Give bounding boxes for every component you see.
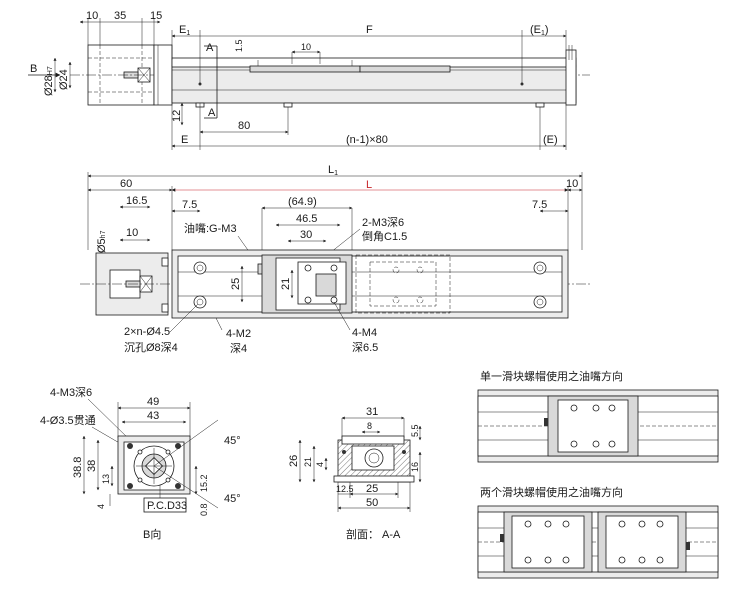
counterbore-hole [533,261,547,275]
thru-hole [165,477,171,483]
dim-12: 12 [171,110,183,122]
sec-dim-50: 50 [366,497,378,509]
hole-note-2: 沉孔Ø8深4 [124,341,178,354]
b-view: 49 43 4-M3深6 4-Ø3.5贯通 45° 45° 38.8 38 [40,386,241,541]
dim-21: 21 [280,278,292,290]
m2-note-2: 深4 [230,342,247,355]
screw-section [364,448,384,468]
m4-hole [304,296,312,304]
thru-hole [137,449,143,455]
dim-10: 10 [86,10,98,22]
double-slider-title: 两个滑块螺帽使用之油嘴方向 [480,485,623,499]
sec-dim-5-5: 5.5 [410,424,420,437]
sec-dim-4: 4 [315,462,325,467]
plan-view: L1 L 60 10 16.5 7.5 (64.9) 7.5 46.5 10 3… [80,164,590,355]
sec-dim-16: 16 [410,462,420,472]
m3-hole [127,483,133,489]
oil-nozzle-marker [544,418,548,426]
label-e1-paren: (E1) [530,24,549,37]
dim-49: 49 [147,396,159,408]
section-a-bottom: A [208,107,216,119]
dim-0-8: 0.8 [199,503,209,516]
dim-4: 4 [96,504,106,509]
dim-30: 30 [300,229,312,241]
sec-dim-12-5: 12.5 [336,484,354,494]
label-l1: L1 [328,164,338,177]
dim-13: 13 [101,474,111,484]
optional-slider-outline [355,254,451,314]
dim-38-8: 38.8 [72,457,84,478]
sec-dim-8: 8 [367,421,372,431]
dim-10-right: 10 [566,178,578,190]
sec-dim-31: 31 [366,406,378,418]
m3-depth-note: 2-M3深6 [362,216,404,229]
sec-dim-21: 21 [303,457,313,467]
b-view-thru-note: 4-Ø3.5贯通 [40,414,96,427]
label-f: F [366,24,373,36]
dim-10-slot: 10 [301,42,311,52]
dim-7-5-right: 7.5 [532,199,547,211]
oil-nozzle-note: 油嘴:G-M3 [184,221,237,235]
m4-note-2: 深6.5 [352,341,378,354]
dim-38: 38 [86,460,98,472]
section-a-a: 31 8 26 21 4 5.5 16 12.5 25 5 [288,406,422,541]
dim-7-5-left: 7.5 [182,199,197,211]
b-view-caption: B向 [143,527,161,541]
section-a-top: A [206,42,214,54]
hole-note-1: 2×n-Ø4.5 [124,326,170,338]
view-b-arrow-label: B [30,63,37,75]
dim-1-5: 1.5 [234,39,244,52]
m3-hole [175,483,181,489]
angle-45-bottom: 45° [224,493,241,505]
dim-16-5: 16.5 [126,195,147,207]
pcd-label: P.C.D33 [147,500,187,512]
top-view: 10 35 15 E1 F (E1) A A 1.5 10 B Ø28H7 Ø2… [28,10,590,150]
dia-28: Ø28H7 [43,66,55,96]
thru-hole [137,477,143,483]
m2-note-1: 4-M2 [226,328,251,340]
label-e: E [181,134,188,146]
sec-dim-25: 25 [366,483,378,495]
section-caption: 剖面： A-A [346,527,401,541]
dim-60: 60 [120,178,132,190]
dim-80: 80 [238,120,250,132]
m4-note-1: 4-M4 [352,327,377,339]
m3-hole [175,443,181,449]
nut-block [315,273,337,297]
dia-5: Ø5h7 [96,230,108,253]
dim-64-9: (64.9) [288,196,317,208]
dim-43: 43 [147,410,159,422]
label-e1: E1 [179,24,190,37]
dim-25: 25 [230,278,242,290]
dim-15: 15 [150,10,162,22]
dia-24: Ø24 [58,69,70,90]
panel-double-slider: 两个滑块螺帽使用之油嘴方向 [477,485,719,579]
angle-45-top: 45° [224,435,241,447]
m4-hole [330,296,338,304]
label-l: L [366,179,372,191]
b-view-m3-note: 4-M3深6 [50,386,92,399]
m4-hole [304,264,312,272]
label-e-paren: (E) [543,134,558,146]
counterbore-hole [533,295,547,309]
m4-hole [330,264,338,272]
dim-35: 35 [114,10,126,22]
counterbore-hole [193,261,207,275]
chamfer-note: 倒角C1.5 [362,230,407,243]
dim-n-80: (n-1)×80 [346,134,388,146]
single-slider-title: 单一滑块螺帽使用之油嘴方向 [480,369,623,383]
m3-hole [127,443,133,449]
slider-top [249,65,361,73]
dim-10-shaft: 10 [126,227,138,239]
dim-15-2: 15.2 [199,474,209,492]
panel-single-slider: 单一滑块螺帽使用之油嘴方向 [477,369,719,463]
thru-hole [165,449,171,455]
dim-46-5: 46.5 [296,213,317,225]
sec-dim-26: 26 [288,455,300,467]
